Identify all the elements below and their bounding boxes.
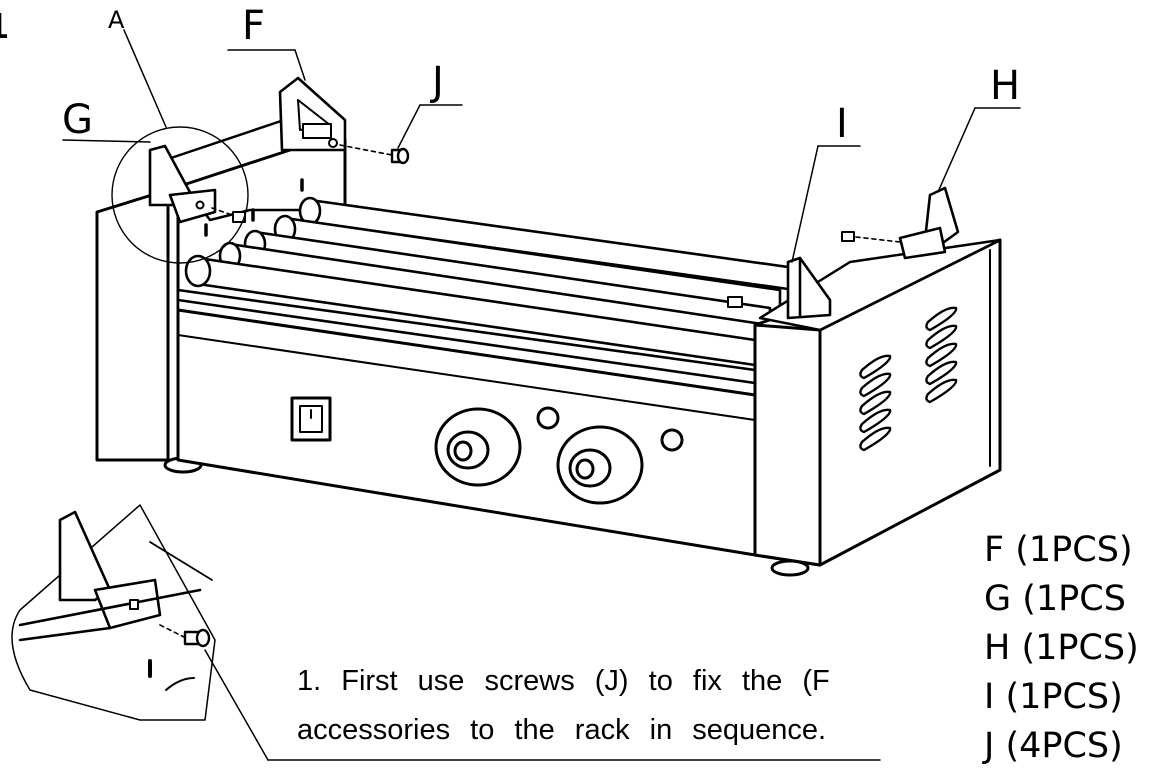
part-h-bracket (841, 186, 960, 260)
parts-list-item: H (1PCS) (984, 628, 1139, 668)
instruction-line-2: accessories to the rack in sequence. (297, 714, 827, 746)
parts-list-item: G (1PCS (984, 579, 1126, 619)
label-a: A (108, 6, 125, 34)
label-i: I (836, 101, 848, 147)
right-end-housing (753, 238, 1002, 577)
step-number: 1 (0, 8, 8, 44)
label-f: F (242, 3, 266, 49)
rollers (184, 196, 797, 367)
instruction-line-1: 1. First use screws (J) to fix the (F (297, 665, 830, 697)
vent-slots (859, 306, 958, 452)
screw-hole-marks (204, 178, 304, 237)
parts-list-item: J (4PCS) (984, 726, 1123, 766)
label-j: J (432, 59, 444, 105)
label-leaders (62, 29, 1021, 263)
parts-list-item: F (1PCS) (984, 530, 1133, 570)
parts-list-item: I (1PCS) (984, 677, 1123, 717)
front-control-panel (176, 308, 757, 557)
detail-circle-a (111, 126, 249, 264)
label-h: H (990, 63, 1021, 109)
parts-list: F (1PCS) G (1PCS H (1PCS) I (1PCS) J (4P… (984, 526, 1171, 771)
part-f-bracket (278, 76, 393, 156)
part-j-screw (390, 147, 410, 165)
label-g: G (62, 97, 93, 143)
detail-zoom-view (11, 504, 881, 761)
part-i-bracket (727, 256, 832, 320)
part-g-bracket (148, 144, 246, 224)
